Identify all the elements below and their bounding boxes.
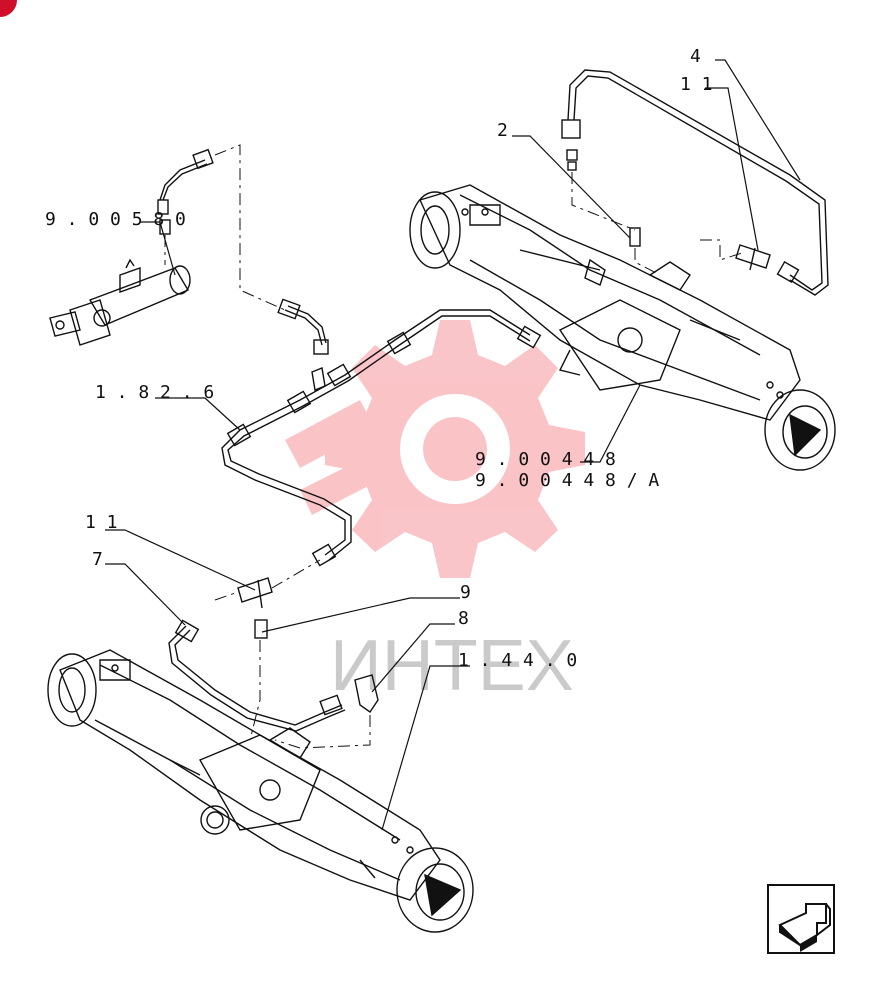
- callout-9: 9: [460, 582, 471, 603]
- ref-9-00448-a: 9 . 0 0 4 4 8 / A: [475, 470, 659, 491]
- callout-11-top: 1 1: [680, 74, 713, 95]
- brake-hoses: [157, 148, 329, 355]
- callout-11-bottom: 1 1: [85, 512, 118, 533]
- brake-pipe-long: [221, 309, 542, 567]
- brake-pipe-bottom: [168, 577, 379, 732]
- callout-7: 7: [92, 549, 103, 570]
- callout-2: 2: [497, 120, 508, 141]
- callout-8: 8: [458, 608, 469, 629]
- ref-9-00580: 9 . 0 0 5 8 0: [45, 209, 186, 230]
- next-arrow-icon[interactable]: [767, 884, 835, 954]
- red-corner-badge-icon: [0, 0, 17, 17]
- callout-4: 4: [690, 46, 701, 67]
- master-cylinder: [49, 258, 191, 346]
- ref-1-44-0: 1 . 4 4 . 0: [458, 650, 577, 671]
- brake-pipe-top: [561, 69, 829, 296]
- watermark-gear-icon: [285, 320, 585, 578]
- ref-1-82-6: 1 . 8 2 . 6: [95, 382, 214, 403]
- rear-axle-assembly: [409, 184, 836, 471]
- ref-9-00448: 9 . 0 0 4 4 8: [475, 449, 616, 470]
- leader-lines: [105, 59, 801, 831]
- front-axle-assembly: [47, 649, 474, 933]
